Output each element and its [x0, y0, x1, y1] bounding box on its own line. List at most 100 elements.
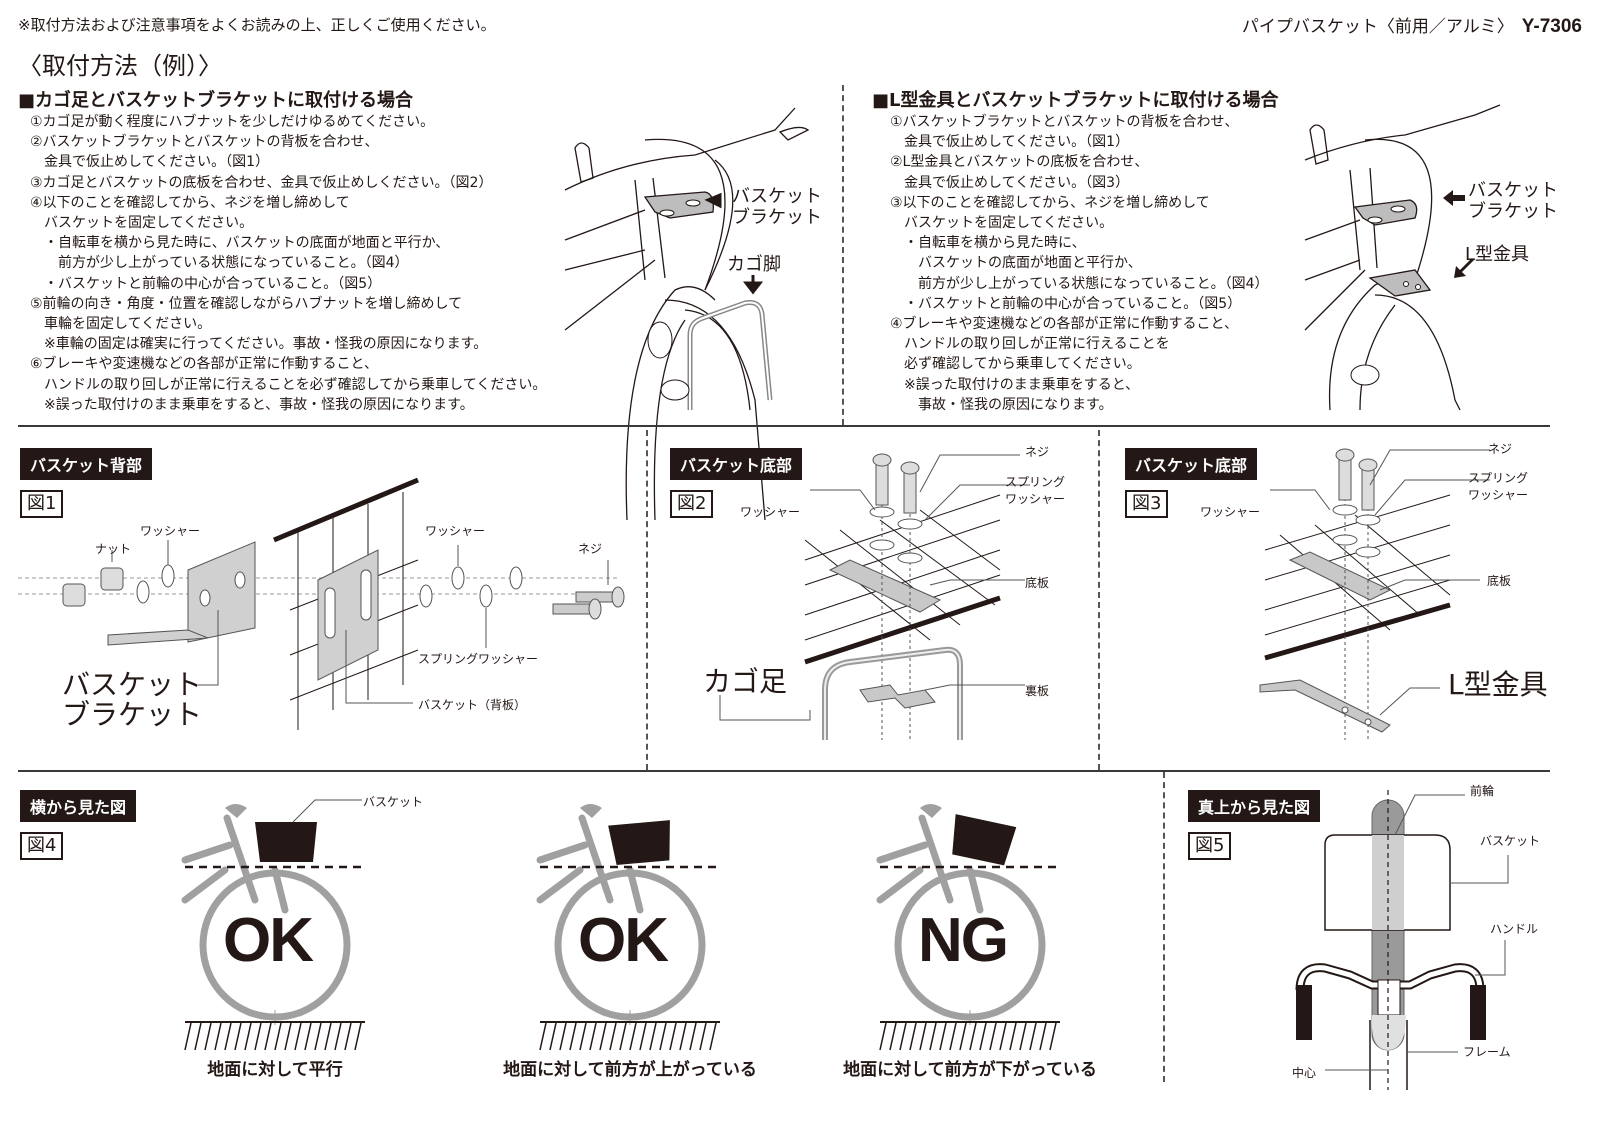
label-basket-back-plate: バスケット（背板）: [418, 698, 527, 712]
instruction-line: ※誤った取付けのまま乗車をすると、事故・怪我の原因になります。: [30, 396, 474, 413]
figure-3-label: 図3: [1125, 490, 1169, 518]
label-spring-washer-3: スプリング ワッシャー: [1468, 471, 1529, 502]
instruction-line: 前方が少し上がっている状態になっていること。（図4）: [890, 275, 1269, 292]
side-view-bike-3: [876, 804, 1060, 1051]
fig2-leader-lines: [719, 454, 1030, 721]
label-washer-left: ワッシャー: [140, 524, 201, 538]
bike-front-illustration-a: [564, 107, 810, 521]
instruction-line: ③以下のことを確認してから、ネジを増し締めして: [890, 194, 1210, 211]
badge-side-view: 横から見た図: [20, 790, 137, 822]
figure-2-label: 図2: [670, 490, 714, 518]
usage-note: ※取付方法および注意事項をよくお読みの上、正しくご使用ください。: [18, 16, 496, 34]
page-title: 〈取付方法（例）〉: [18, 52, 222, 80]
instruction-line: ⑤前輪の向き・角度・位置を確認しながらハブナットを増し締めして: [30, 295, 463, 312]
instruction-line: ハンドルの取り回しが正常に行えることを: [890, 336, 1170, 353]
instruction-line: ・バスケットと前輪の中心が合っていること。（図5）: [30, 275, 382, 292]
label-basket-bracket-b: バスケット ブラケット: [1468, 180, 1558, 222]
product-name: パイプバスケット〈前用／アルミ〉: [1241, 17, 1514, 37]
figure-4-label: 図4: [20, 832, 64, 860]
label-washer-2: ワッシャー: [740, 505, 801, 519]
label-spring-washer-2: スプリング ワッシャー: [1005, 475, 1066, 506]
instruction-line: ・バスケットと前輪の中心が合っていること。（図5）: [890, 295, 1242, 312]
instruction-line: ④以下のことを確認してから、ネジを増し締めして: [30, 194, 350, 211]
instruction-line: ①カゴ足が動く程度にハブナットを少しだけゆるめてください。: [30, 114, 435, 130]
section-a-heading: ■カゴ足とバスケットブラケットに取付ける場合: [18, 90, 414, 111]
instruction-line: 必ず確認してから乗車してください。: [890, 356, 1141, 373]
verdict-ok-2: OK: [578, 906, 669, 975]
label-washer-right: ワッシャー: [425, 524, 486, 538]
divider-h2: [18, 770, 1550, 772]
label-washer-3: ワッシャー: [1200, 505, 1261, 519]
divider-top: [842, 85, 844, 425]
label-back-plate-2: 裏板: [1025, 684, 1050, 698]
instruction-line: ①バスケットブラケットとバスケットの背板を合わせ、: [890, 114, 1239, 130]
label-front-wheel: 前輪: [1470, 784, 1495, 798]
badge-top-view: 真上から見た図: [1188, 790, 1321, 822]
figure-1-label: 図1: [20, 490, 64, 518]
side-view-bike-2: [536, 804, 720, 1051]
fig4-basket-leader: [292, 799, 362, 823]
side-view-caption-1: 地面に対して平行: [207, 1060, 343, 1080]
label-bottom-plate-3: 底板: [1487, 574, 1512, 588]
divider-fig4-fig5: [1163, 772, 1165, 1082]
section-b-steps: ①バスケットブラケットとバスケットの背板を合わせ、 金具で仮止めしてください。（…: [890, 112, 1269, 415]
label-basket-top: バスケット: [1480, 834, 1541, 848]
instruction-line: ・自転車を横から見た時に、バスケットの底面が地面と平行か、: [30, 235, 450, 252]
instruction-line: ・自転車を横から見た時に、: [890, 235, 1086, 252]
fig5-top-view-diagram: [1295, 790, 1509, 1090]
label-basket-bracket-a: バスケット ブラケット: [732, 186, 822, 228]
fig1-exploded-diagram: [18, 477, 625, 730]
label-basket-leg-a: カゴ脚: [727, 254, 781, 275]
verdict-ng-3: NG: [918, 906, 1009, 975]
instruction-line: バスケットを固定してください。: [890, 215, 1114, 232]
side-view-bike-1: [181, 804, 365, 1051]
fig3-leader-lines: [1270, 449, 1490, 716]
arrow-bracket-b-icon: [1443, 190, 1465, 206]
divider-fig2-fig3: [1098, 430, 1100, 770]
instruction-line: バスケットの底面が地面と平行か、: [890, 255, 1142, 272]
label-screw-2: ネジ: [1025, 445, 1050, 459]
label-bottom-plate-2: 底板: [1025, 576, 1050, 590]
side-view-caption-3: 地面に対して前方が下がっている: [843, 1060, 1097, 1080]
instruction-line: ③カゴ足とバスケットの底板を合わせ、金具で仮止めしください。（図2）: [30, 174, 493, 191]
bike-front-illustration-b: [1304, 104, 1501, 411]
instruction-line: 金具で仮止めしてください。（図1）: [890, 134, 1130, 151]
instruction-line: 金具で仮止めしてください。（図3）: [890, 174, 1130, 191]
instruction-line: ②バスケットブラケットとバスケットの背板を合わせ、: [30, 134, 379, 151]
instruction-line: ハンドルの取り回しが正常に行えることを必ず確認してから乗車してください。: [30, 376, 547, 393]
badge-basket-bottom-3: バスケット底部: [1125, 448, 1258, 480]
model-number: Y-7306: [1521, 16, 1582, 37]
arrow-l-bracket-b-icon: [1454, 258, 1474, 278]
label-screw: ネジ: [578, 542, 603, 556]
instruction-line: ④ブレーキや変速機などの各部が正常に作動すること、: [890, 316, 1238, 333]
label-l-bracket-b: L型金具: [1465, 244, 1530, 265]
label-center: 中心: [1292, 1066, 1317, 1080]
label-screw-3: ネジ: [1488, 442, 1513, 456]
instruction-line: ⑥ブレーキや変速機などの各部が正常に作動すること、: [30, 356, 378, 373]
label-spring-washer: スプリングワッシャー: [418, 652, 539, 666]
label-basket-bracket: バスケット ブラケット: [62, 668, 203, 731]
side-view-caption-2: 地面に対して前方が上がっている: [503, 1060, 757, 1080]
instruction-line: ※車輪の固定は確実に行ってください。事故・怪我の原因になります。: [30, 336, 488, 353]
fig2-exploded-diagram: [804, 453, 1001, 740]
fig3-exploded-diagram: [1259, 448, 1451, 740]
verdict-ok-1: OK: [223, 906, 314, 975]
instruction-line: 金具で仮止めしてください。（図1）: [30, 154, 270, 171]
instruction-line: バスケットを固定してください。: [30, 215, 254, 232]
product-title: パイプバスケット〈前用／アルミ〉 Y-7306: [1242, 12, 1582, 38]
label-handle: ハンドル: [1490, 922, 1539, 936]
label-frame: フレーム: [1463, 1045, 1511, 1059]
instruction-line: ※誤った取付けのまま乗車をすると、: [890, 376, 1140, 393]
instruction-line: 前方が少し上がっている状態になっていること。（図4）: [30, 255, 409, 272]
figure-5-label: 図5: [1188, 832, 1232, 860]
label-basket-side: バスケット: [363, 795, 424, 809]
divider-h1: [18, 425, 1550, 427]
badge-basket-back: バスケット背部: [20, 448, 153, 480]
instruction-line: 車輪を固定してください。: [30, 316, 212, 333]
label-basket-leg-2: カゴ足: [703, 665, 788, 698]
section-a-steps: ①カゴ足が動く程度にハブナットを少しだけゆるめてください。 ②バスケットブラケット…: [30, 112, 546, 415]
label-nut: ナット: [95, 542, 132, 556]
badge-basket-bottom-2: バスケット底部: [670, 448, 803, 480]
label-l-bracket-3: L型金具: [1448, 668, 1548, 701]
instruction-line: 事故・怪我の原因になります。: [890, 396, 1113, 413]
